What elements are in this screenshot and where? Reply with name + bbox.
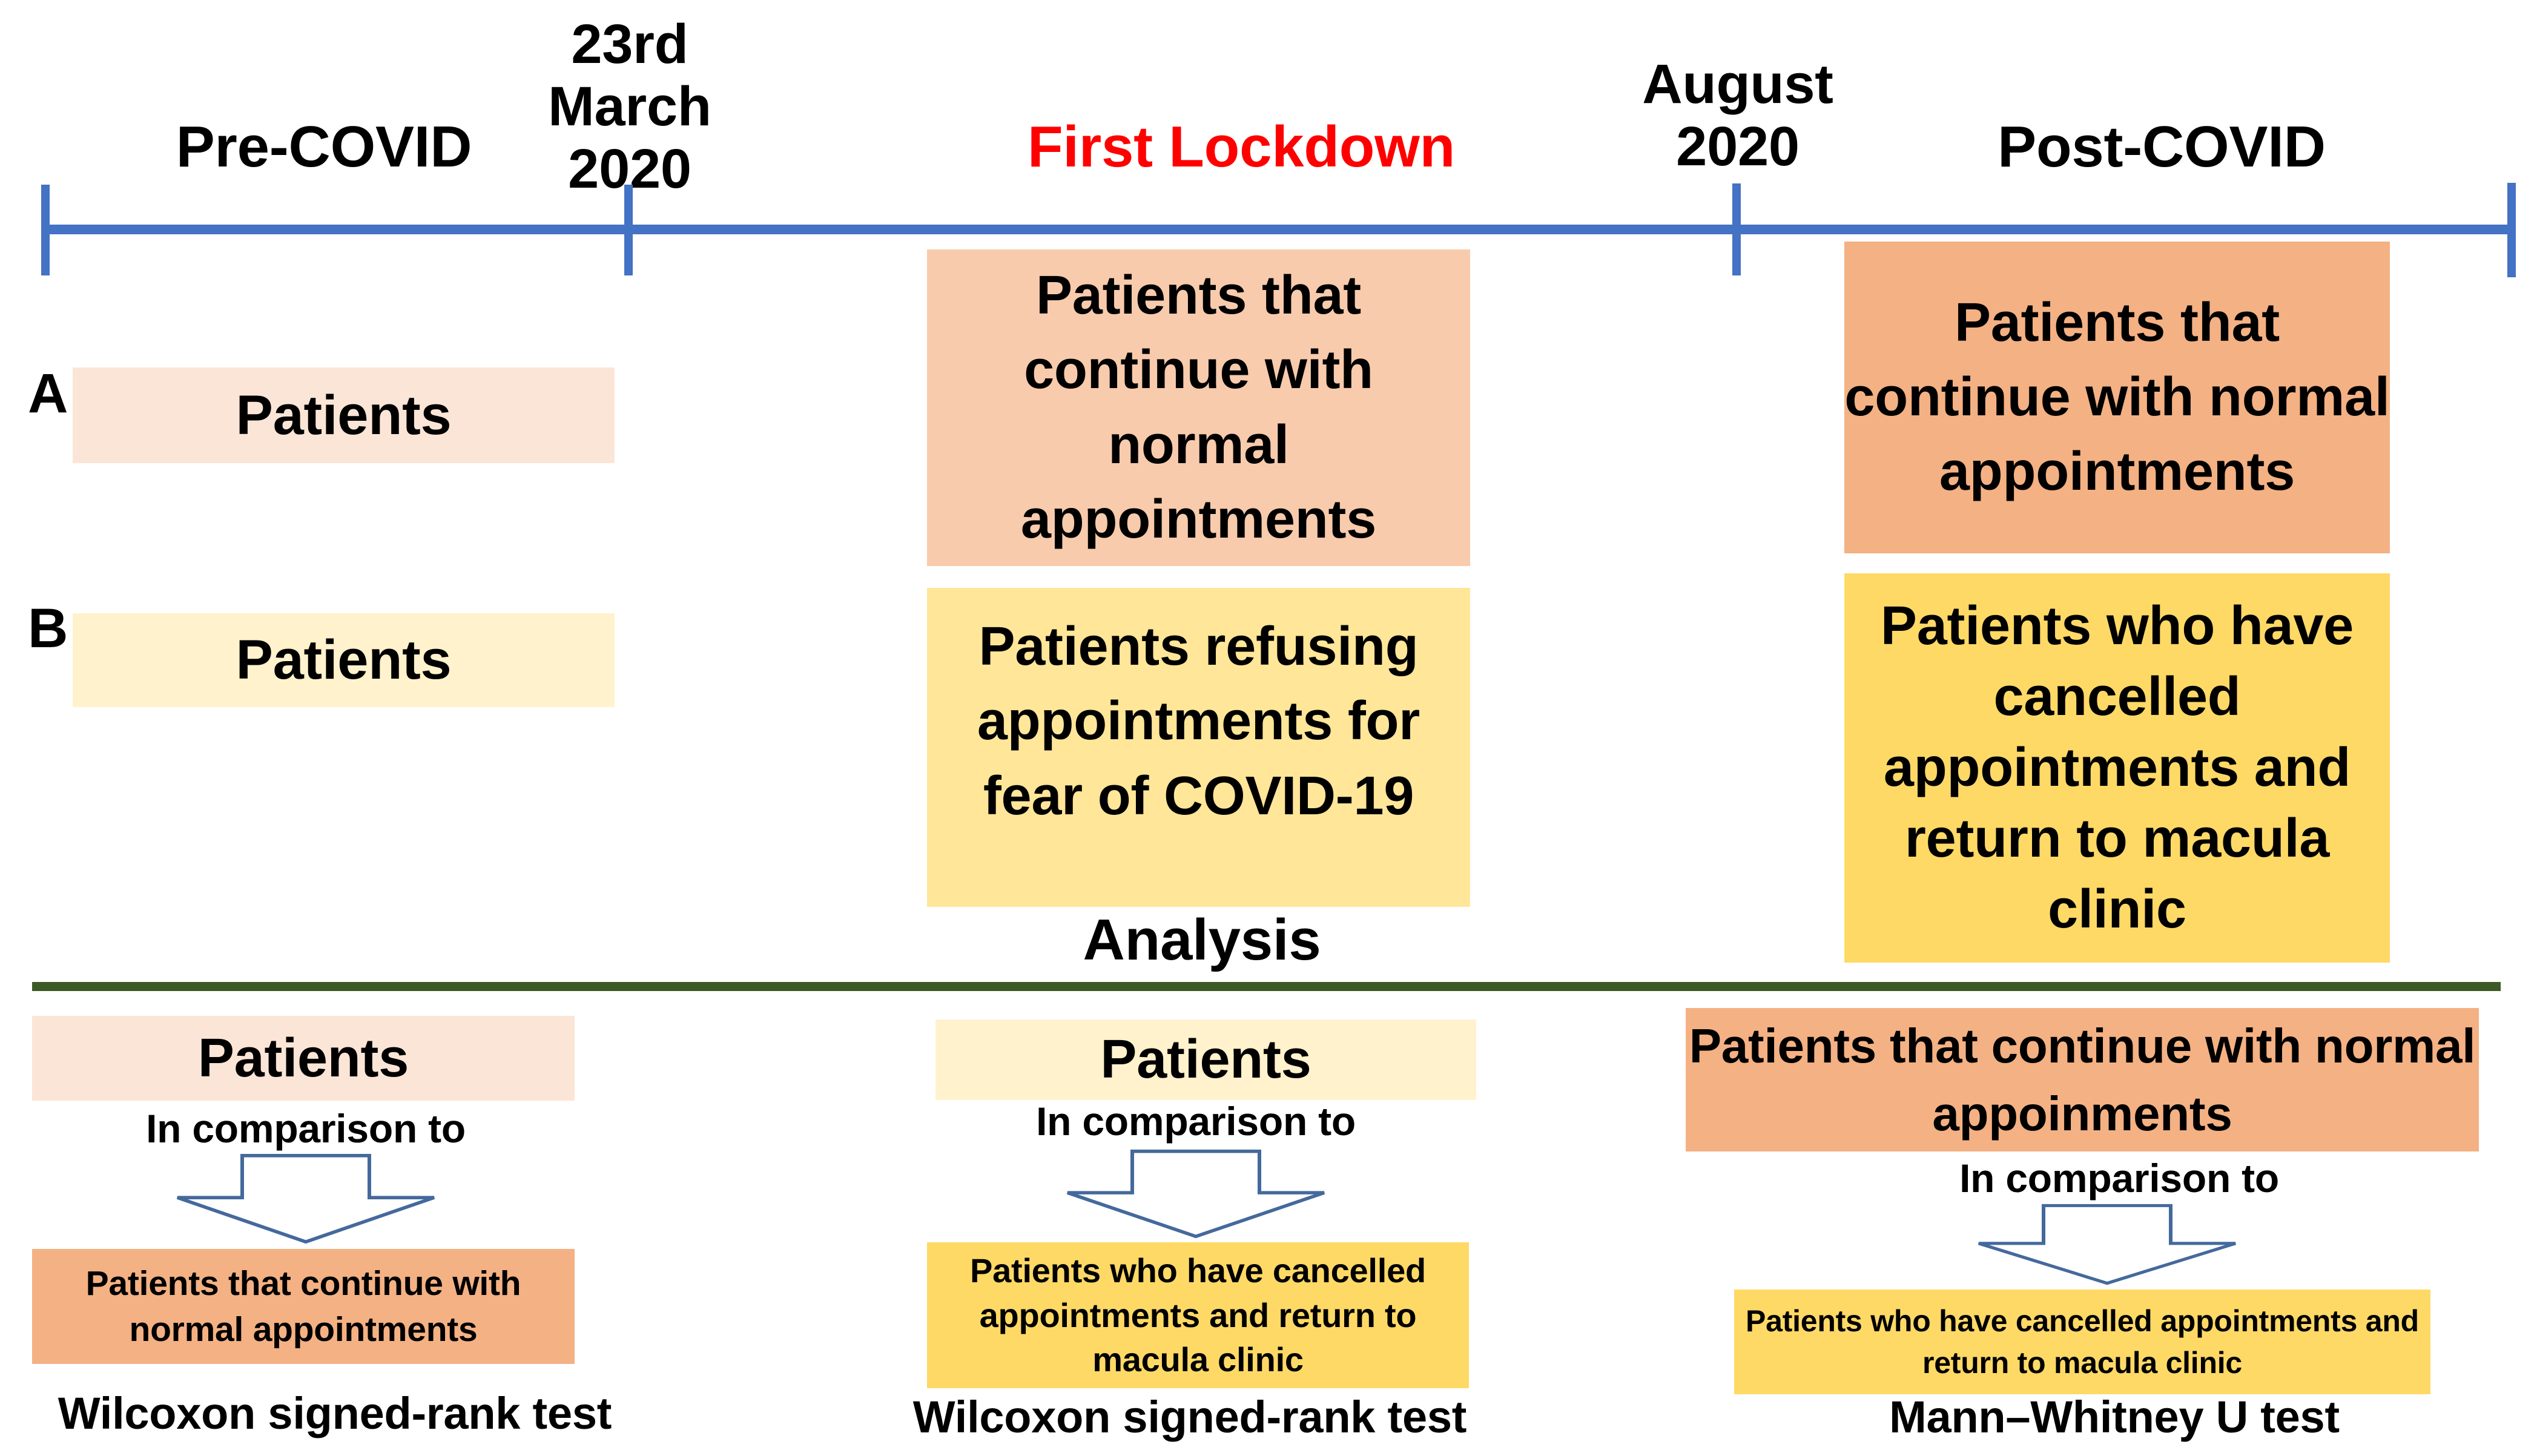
- row-a-pre-covid-box: Patients: [73, 367, 615, 463]
- date-line: August: [1642, 53, 1833, 115]
- box-text: Patients who have cancelled appointments…: [1746, 1303, 2419, 1380]
- box-text: Patients: [1100, 1029, 1311, 1090]
- analysis-col3-top-box: Patients that continue with normal appoi…: [1686, 1008, 2479, 1151]
- date-line: 2020: [1676, 116, 1800, 178]
- analysis-col1-bottom-box: Patients that continue with normal appoi…: [32, 1249, 575, 1364]
- analysis-col3-comparison-label: In comparison to: [1959, 1156, 2279, 1201]
- timeline-date-august-2020: August 2020: [1617, 53, 1859, 178]
- timeline-label-pre-covid: Pre-COVID: [176, 114, 472, 179]
- analysis-col2-comparison-label: In comparison to: [1036, 1099, 1356, 1144]
- box-text: Patients: [236, 629, 452, 691]
- box-text: Patients that continue with normal appoi…: [1844, 292, 2390, 502]
- timeline-tick-march: [624, 185, 633, 275]
- analysis-heading: Analysis: [1083, 908, 1321, 972]
- box-text: Patients that continue with normal appoi…: [1020, 265, 1377, 550]
- down-arrow-icon: [1978, 1204, 2237, 1285]
- row-b-label: B: [28, 598, 68, 659]
- row-b-post-covid-box: Patients who have cancelled appointments…: [1844, 573, 2390, 963]
- box-text: Patients refusing appointments for fear …: [977, 616, 1420, 826]
- row-b-lockdown-box: Patients refusing appointments for fear …: [927, 588, 1470, 907]
- row-a-label: A: [28, 363, 68, 424]
- box-text: Patients who have cancelled appointments…: [1880, 596, 2354, 940]
- timeline-tick-start: [41, 185, 50, 275]
- timeline-tick-august: [1732, 183, 1741, 275]
- analysis-col2-test-label: Wilcoxon signed-rank test: [912, 1392, 1467, 1442]
- analysis-col1-test-label: Wilcoxon signed-rank test: [58, 1388, 612, 1438]
- date-line: 23rd: [571, 13, 688, 75]
- timeline-axis: [45, 225, 2516, 234]
- timeline-label-first-lockdown: First Lockdown: [1028, 114, 1455, 179]
- box-text: Patients: [236, 384, 452, 446]
- timeline-label-post-covid: Post-COVID: [1998, 114, 2326, 179]
- analysis-col3-test-label: Mann–Whitney U test: [1889, 1392, 2340, 1442]
- analysis-divider-line: [32, 982, 2501, 991]
- timeline-date-23rd-march-2020: 23rd March 2020: [509, 13, 751, 200]
- box-text: Patients that continue with normal appoi…: [85, 1263, 521, 1349]
- analysis-col1-comparison-label: In comparison to: [146, 1106, 466, 1151]
- box-text: Patients who have cancelled appointments…: [970, 1251, 1426, 1379]
- row-a-lockdown-box: Patients that continue with normal appoi…: [927, 249, 1470, 566]
- box-text: Patients that continue with normal appoi…: [1689, 1018, 2476, 1141]
- box-text: Patients: [197, 1027, 409, 1089]
- down-arrow-icon: [1066, 1149, 1325, 1239]
- analysis-col2-top-box: Patients: [935, 1020, 1476, 1100]
- timeline-tick-end: [2507, 183, 2516, 277]
- down-arrow-icon: [176, 1153, 435, 1244]
- row-a-post-covid-box: Patients that continue with normal appoi…: [1844, 242, 2390, 553]
- date-line: March: [548, 76, 711, 138]
- row-b-pre-covid-box: Patients: [73, 613, 615, 707]
- analysis-col2-bottom-box: Patients who have cancelled appointments…: [927, 1242, 1469, 1388]
- analysis-col3-bottom-box: Patients who have cancelled appointments…: [1734, 1290, 2430, 1394]
- analysis-col1-top-box: Patients: [32, 1016, 575, 1101]
